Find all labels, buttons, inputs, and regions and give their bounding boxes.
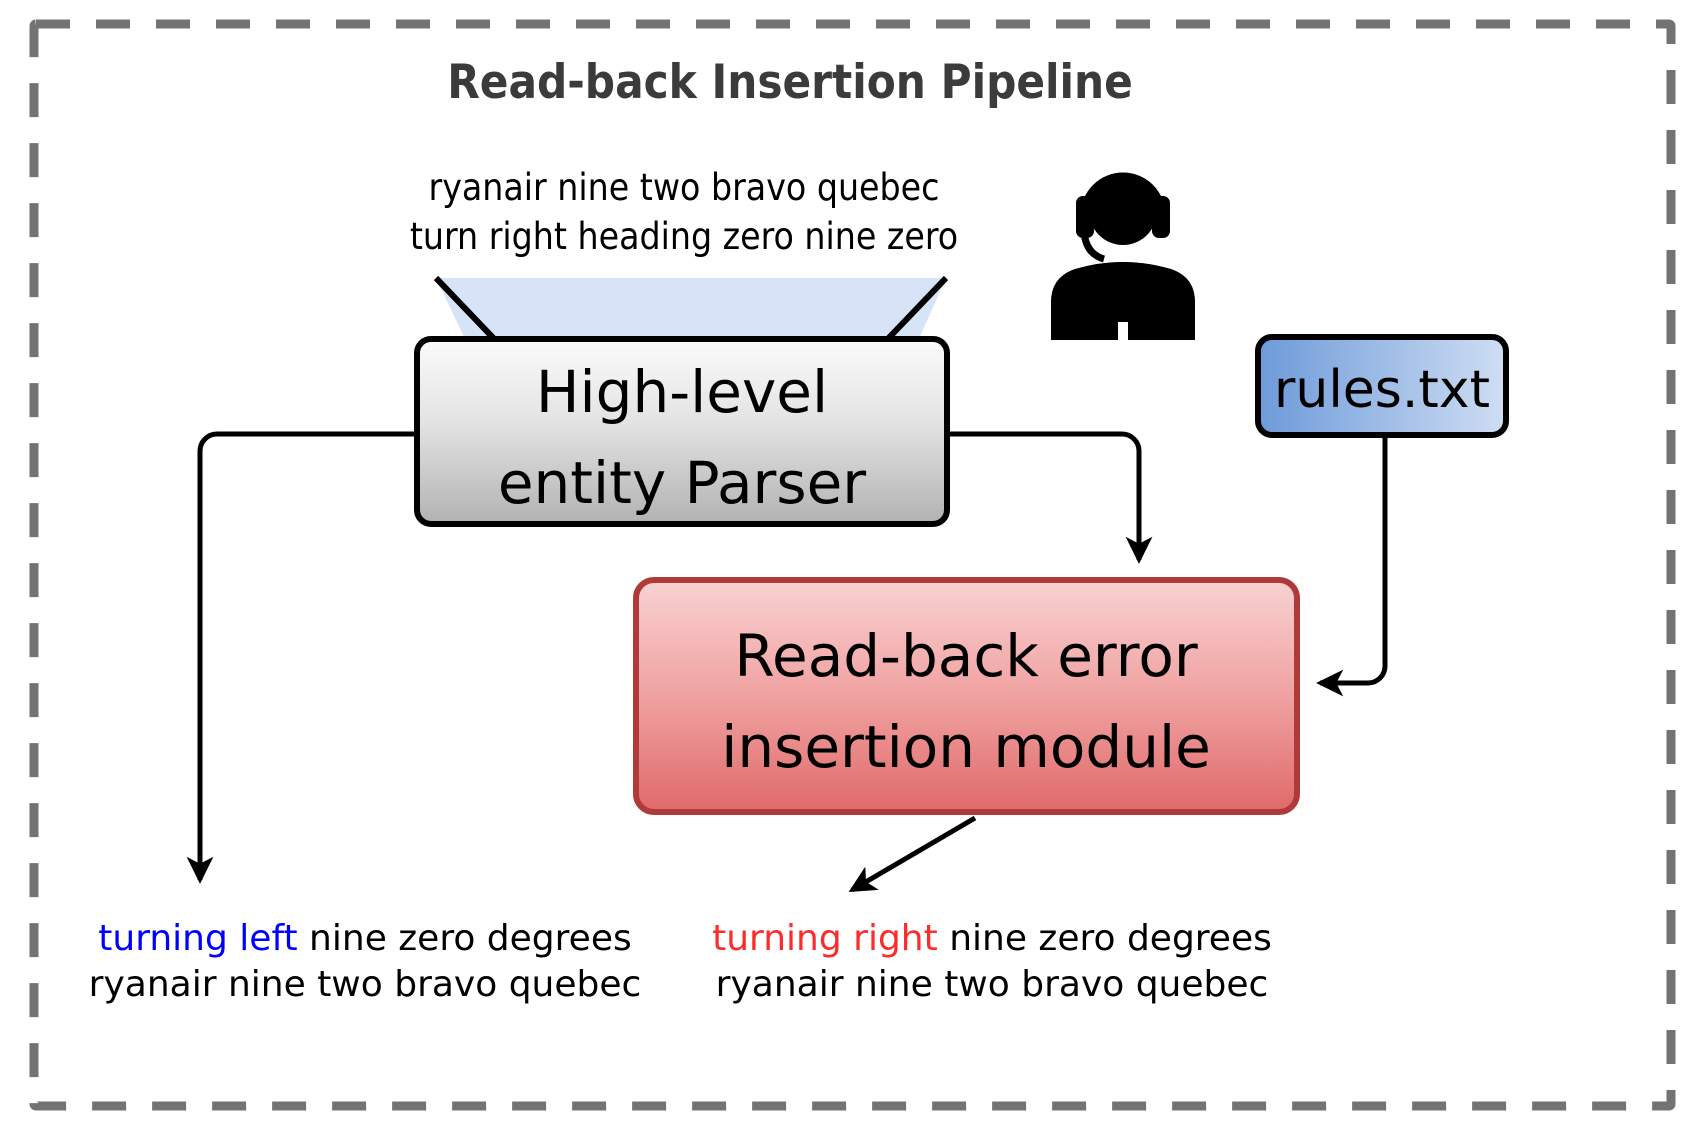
output-left-rest: nine zero degrees [298, 918, 632, 959]
funnel-left-edge [433, 275, 503, 348]
module-label-line-2: insertion module [721, 713, 1211, 781]
svg-text:turning right nine zero degree: turning right nine zero degrees [712, 918, 1272, 959]
module-box-shape [633, 577, 1300, 815]
output-right-highlight: turning right [712, 918, 938, 959]
output-right-text: turning right nine zero degrees ryanair … [712, 918, 1272, 1005]
node-high-level-entity-parser[interactable]: High-level entity Parser [414, 336, 950, 527]
node-error-insertion-module[interactable]: Read-back error insertion module [633, 577, 1300, 815]
parser-box-shape [414, 336, 950, 527]
page-title: Read-back Insertion Pipeline [447, 55, 1133, 110]
node-rules-file[interactable]: rules.txt [1255, 334, 1509, 438]
module-label-line-1: Read-back error [734, 622, 1198, 690]
output-right-rest: nine zero degrees [938, 918, 1272, 959]
output-left-text: turning left nine zero degrees ryanair n… [89, 918, 642, 1005]
rules-box-shape [1255, 334, 1509, 438]
connector-parser-to-left-output [186, 431, 435, 884]
transcript-line-1: ryanair nine two bravo quebec [429, 166, 940, 209]
parser-label-line-2: entity Parser [498, 449, 866, 517]
funnel-right-edge [879, 275, 949, 348]
output-left-highlight: turning left [98, 918, 297, 959]
input-funnel-shape [436, 278, 946, 341]
output-left-line-2: ryanair nine two bravo quebec [89, 964, 642, 1005]
svg-text:turning left nine zero degrees: turning left nine zero degrees [98, 918, 631, 959]
headset-operator-icon [1051, 172, 1195, 342]
rules-label: rules.txt [1274, 360, 1490, 420]
parser-label-line-1: High-level [536, 358, 828, 426]
outer-dashed-frame [29, 19, 1676, 1111]
connector-rules-to-module [1316, 434, 1388, 697]
connector-parser-to-module [950, 431, 1153, 564]
transcript-line-2: turn right heading zero nine zero [410, 215, 958, 258]
connector-module-to-right-output [848, 815, 977, 893]
output-right-line-2: ryanair nine two bravo quebec [716, 964, 1269, 1005]
